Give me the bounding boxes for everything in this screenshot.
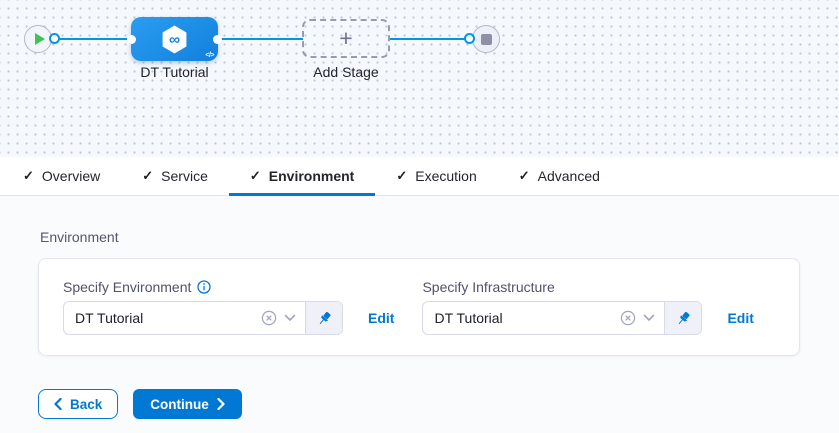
- stage-config-tabbar: ✓ Overview ✓ Service ✓ Environment ✓ Exe…: [0, 157, 839, 196]
- environment-field: Specify Environment: [63, 279, 394, 335]
- stage-name-label: DT Tutorial: [140, 64, 209, 80]
- infrastructure-select[interactable]: [422, 301, 703, 335]
- stage-node-dt-tutorial[interactable]: ∞ </>: [127, 17, 222, 61]
- tab-environment[interactable]: ✓ Environment: [228, 157, 376, 196]
- check-icon: ✓: [142, 168, 154, 183]
- infinity-glyph: ∞: [169, 31, 180, 48]
- pipeline-start-node[interactable]: [24, 25, 52, 53]
- environment-select[interactable]: [63, 301, 343, 335]
- tab-label: Execution: [415, 168, 477, 184]
- check-icon: ✓: [518, 168, 530, 183]
- clear-icon[interactable]: [261, 310, 277, 326]
- environment-select-input[interactable]: [75, 310, 254, 326]
- environment-field-label: Specify Environment: [63, 279, 192, 295]
- chevron-left-icon: [54, 398, 62, 410]
- info-icon[interactable]: [197, 280, 212, 294]
- stop-icon: [480, 33, 492, 45]
- continue-button-label: Continue: [150, 396, 209, 412]
- tab-label: Overview: [41, 168, 101, 184]
- end-link-port[interactable]: [464, 33, 475, 44]
- pipeline-canvas: ∞ </> DT Tutorial + Add Stage: [0, 0, 839, 157]
- tab-label: Advanced: [537, 168, 600, 184]
- stage-out-port: [213, 34, 222, 44]
- add-stage-label: Add Stage: [313, 64, 379, 80]
- tab-label: Service: [161, 168, 208, 184]
- continue-button[interactable]: Continue: [133, 389, 242, 419]
- wizard-footer: Back Continue: [38, 389, 800, 419]
- pin-icon: [678, 311, 690, 324]
- chevron-down-icon[interactable]: [643, 314, 655, 322]
- pipeline-end-node[interactable]: [472, 25, 500, 53]
- infrastructure-edit-link[interactable]: Edit: [727, 310, 754, 326]
- pin-button[interactable]: [305, 302, 342, 334]
- connector-line: [54, 38, 133, 40]
- infrastructure-field-label: Specify Infrastructure: [422, 279, 555, 295]
- connector-line: [390, 38, 469, 40]
- back-button-label: Back: [70, 396, 103, 412]
- tab-service[interactable]: ✓ Service: [121, 157, 229, 195]
- plus-icon: +: [339, 25, 353, 51]
- tab-label: Environment: [268, 168, 355, 184]
- check-icon: ✓: [396, 168, 408, 183]
- stage-in-port: [127, 34, 136, 44]
- clear-icon[interactable]: [620, 310, 636, 326]
- play-icon: [34, 33, 45, 45]
- section-title: Environment: [40, 229, 119, 245]
- tab-overview[interactable]: ✓ Overview: [2, 157, 121, 195]
- environment-edit-link[interactable]: Edit: [368, 310, 395, 326]
- connector-line: [217, 38, 303, 40]
- pin-button[interactable]: [664, 302, 702, 334]
- tab-advanced[interactable]: ✓ Advanced: [498, 157, 621, 195]
- pin-icon: [319, 311, 331, 324]
- environment-tab-content: Environment Specify Environment: [0, 229, 839, 419]
- infrastructure-select-input[interactable]: [434, 310, 614, 326]
- environment-card: Specify Environment: [38, 258, 800, 356]
- chevron-down-icon[interactable]: [284, 314, 296, 322]
- deploy-stage-hexagon-icon: ∞: [162, 25, 187, 53]
- chevron-right-icon: [217, 398, 225, 410]
- tab-execution[interactable]: ✓ Execution: [375, 157, 497, 195]
- start-link-port[interactable]: [49, 33, 60, 44]
- back-button[interactable]: Back: [38, 389, 119, 419]
- code-icon: </>: [205, 52, 214, 59]
- check-icon: ✓: [249, 168, 261, 183]
- check-icon: ✓: [23, 168, 34, 183]
- add-stage-button[interactable]: +: [302, 19, 390, 58]
- infrastructure-field: Specify Infrastructure: [422, 279, 754, 335]
